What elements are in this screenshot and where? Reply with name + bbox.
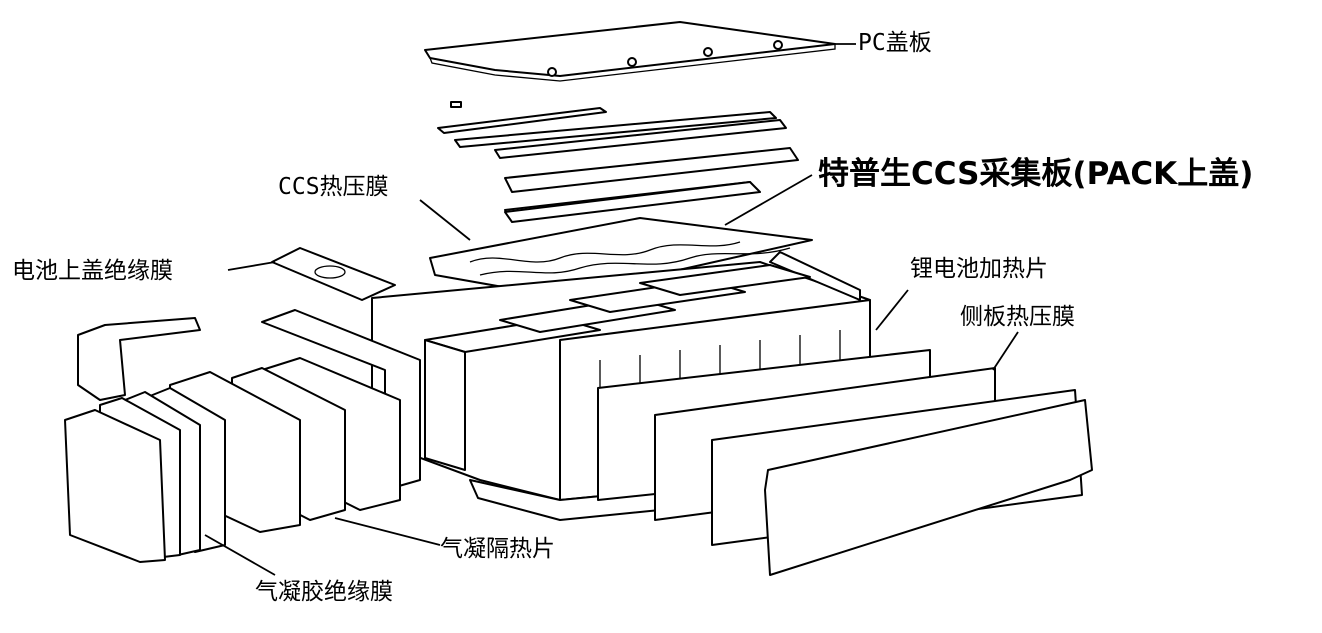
ccs-hot-press-film-sheet (504, 181, 761, 223)
label-ccs-board: 特普生CCS采集板(PACK上盖) (818, 156, 1254, 192)
label-side-film: 侧板热压膜 (960, 304, 1075, 330)
top-cover-insulation-film (271, 247, 396, 301)
leader-ccs-film (419, 199, 471, 241)
leader-top-cover-film (227, 261, 276, 271)
battery-cells (424, 264, 811, 471)
label-ccs-film: CCS热压膜 (278, 174, 389, 200)
leader-lines (204, 43, 1019, 576)
leader-ccs-board (724, 174, 813, 226)
label-aerogel-sheet: 气凝隔热片 (440, 536, 555, 562)
leader-side-film (992, 331, 1019, 371)
leader-aerogel-sheet (334, 517, 441, 546)
label-aerogel-film: 气凝胶绝缘膜 (255, 579, 393, 605)
leader-aerogel-film (204, 534, 276, 576)
leader-heater (875, 289, 909, 331)
label-pc-cover: PC盖板 (858, 30, 932, 56)
pc-cover-plate (424, 21, 836, 82)
side-panel (764, 399, 1093, 576)
label-top-cover-film: 电池上盖绝缘膜 (12, 258, 173, 284)
label-heater: 锂电池加热片 (910, 256, 1048, 282)
left-sheet-stack (64, 309, 421, 563)
